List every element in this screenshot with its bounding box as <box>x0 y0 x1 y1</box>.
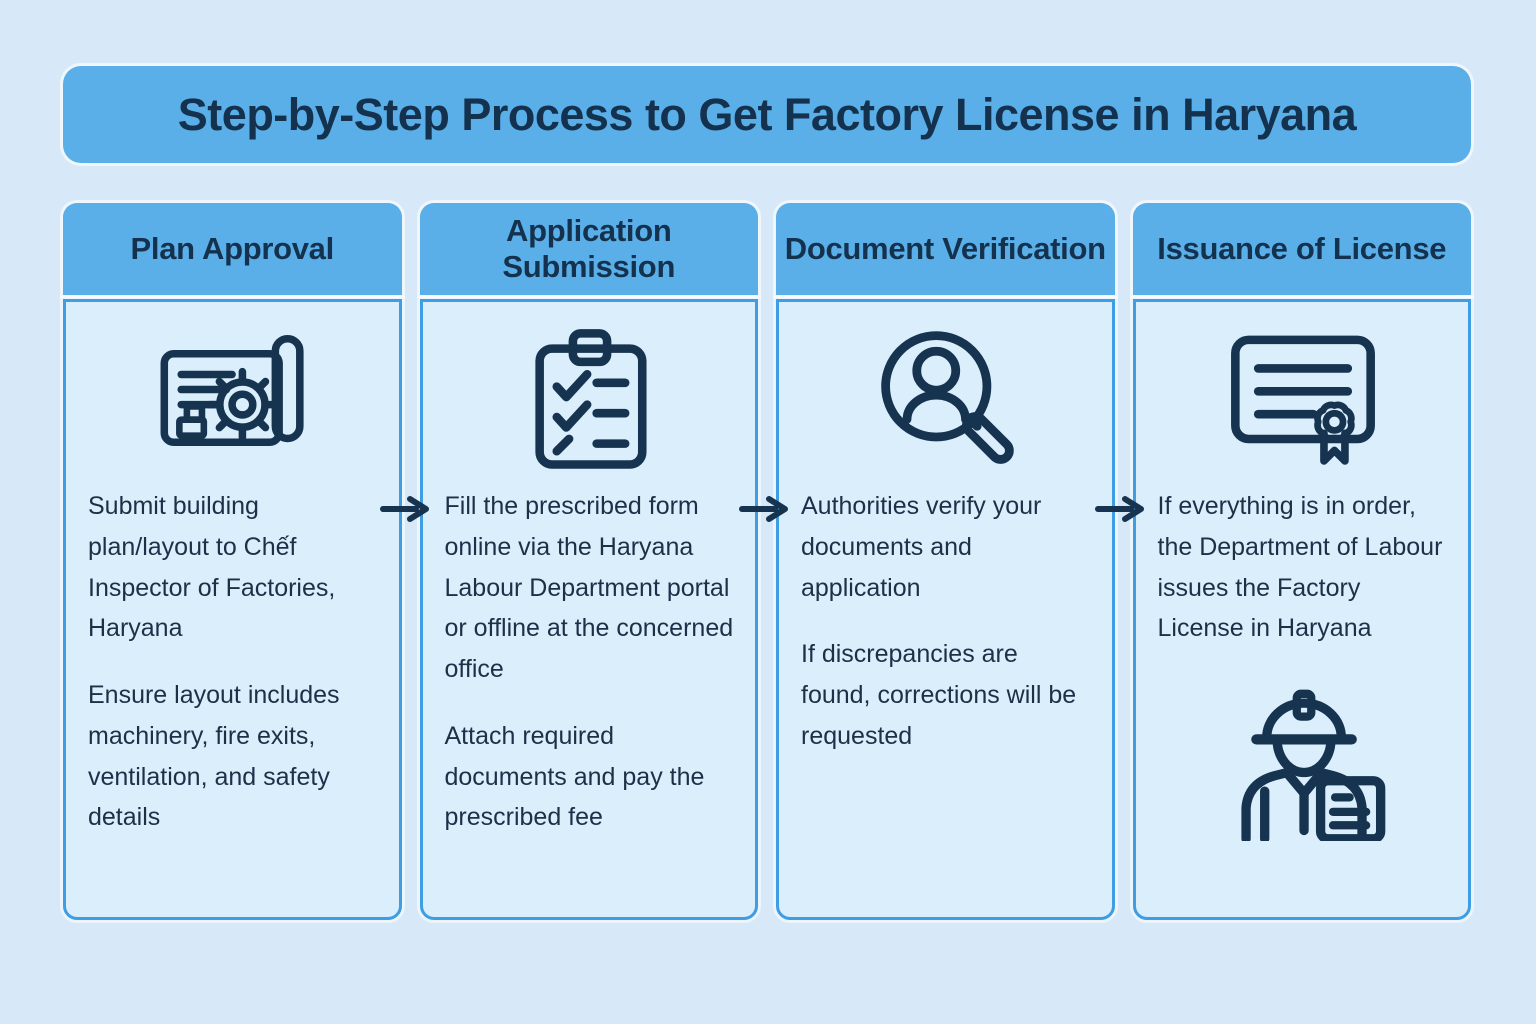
step-header: Plan Approval <box>63 203 402 295</box>
step-paragraph: Attach required documents and pay the pr… <box>444 721 705 832</box>
magnifier-person-icon <box>881 331 1014 464</box>
step-paragraph: Fill the prescribed form online via the … <box>444 492 734 683</box>
step-header: Application Submission <box>419 203 758 295</box>
right-arrow-icon <box>1095 496 1144 522</box>
step-header: Document Verification <box>776 203 1115 295</box>
step-title: Document Verification <box>784 230 1106 266</box>
step-body: Submit building plan/layout to Chếf Insp… <box>63 299 402 920</box>
page-title: Step-by-Step Process to Get Factory Lice… <box>177 88 1357 140</box>
step-card-issuance-of-license: Issuance of License If everything is in … <box>1132 203 1471 920</box>
step-body: Fill the prescribed form online via the … <box>419 299 758 920</box>
checklist-clipboard-icon <box>535 329 647 469</box>
step-card-document-verification: Document Verification Authorities verify… <box>776 203 1115 920</box>
step-paragraph: If everything is in order, the Departmen… <box>1157 492 1443 643</box>
certificate-seal-icon <box>1230 335 1375 465</box>
step-card-plan-approval: Plan Approval <box>63 203 402 920</box>
step-body: Authorities verify your documents and ap… <box>776 299 1115 920</box>
step-title: Issuance of License <box>1157 230 1447 266</box>
blueprint-gear-icon <box>160 334 304 446</box>
steps-row: Plan Approval <box>63 203 1471 920</box>
right-arrow-icon <box>739 496 788 522</box>
step-header: Issuance of License <box>1132 203 1471 295</box>
worker-hardhat-icon <box>1241 689 1386 841</box>
right-arrow-icon <box>380 496 429 522</box>
step-paragraph: Ensure layout includes machinery, fire e… <box>88 681 340 832</box>
title-banner: Step-by-Step Process to Get Factory Lice… <box>63 66 1471 163</box>
step-card-application-submission: Application Submission Fill the pr <box>419 203 758 920</box>
step-title: Plan Approval <box>130 230 335 266</box>
step-body: If everything is in order, the Departmen… <box>1132 299 1471 920</box>
step-title: Application Submission <box>502 212 676 284</box>
step-paragraph: Submit building plan/layout to Chếf Insp… <box>88 492 336 643</box>
step-paragraph: Authorities verify your documents and ap… <box>801 492 1042 602</box>
step-paragraph: If discrepancies are found, corrections … <box>801 640 1077 750</box>
